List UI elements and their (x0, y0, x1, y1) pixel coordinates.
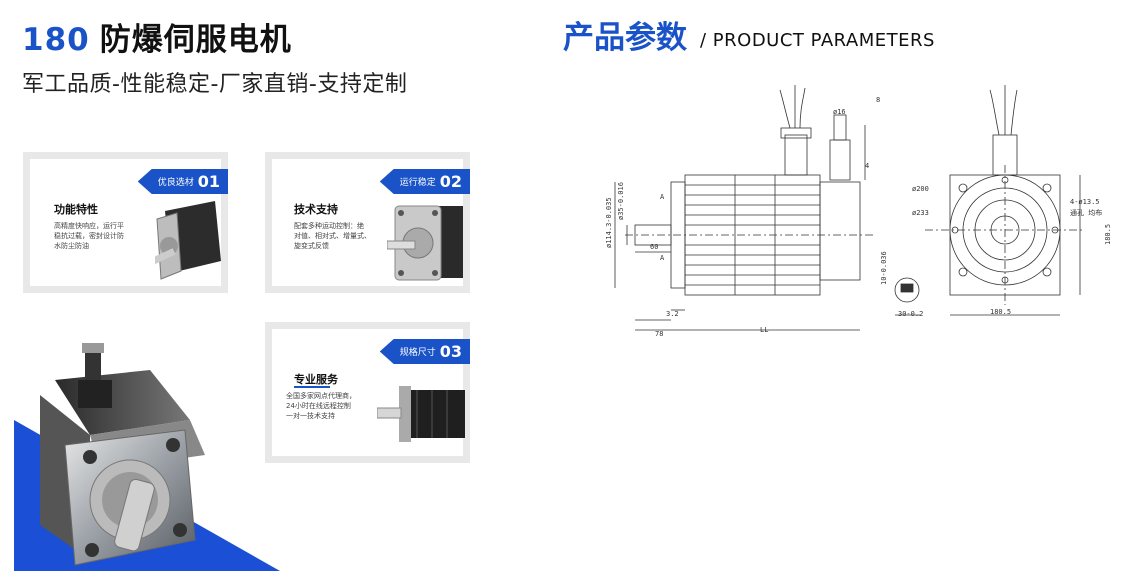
tag-number: 01 (197, 172, 220, 191)
desc-line: 24小时在线远程控制 (286, 402, 351, 410)
tag-label: 优良选材 (157, 178, 194, 188)
motor-thumbnail (155, 201, 221, 280)
tag-label: 规格尺寸 (399, 348, 436, 358)
desc-line: 一对一技术支持 (286, 412, 335, 420)
motor-thumbnail (377, 386, 465, 442)
title-underline (294, 386, 330, 388)
dimension-drawing (614, 85, 1085, 331)
desc-line: 高精度快响应，运行平 (54, 222, 124, 230)
card-description: 全国多家网点代理商， 24小时在线远程控制 一对一技术支持 (286, 391, 356, 421)
card-title: 技术支持 (294, 203, 338, 216)
model-number: 180 (22, 22, 90, 58)
tag-label: 运行稳定 (399, 178, 436, 188)
rear-cover-side (819, 181, 861, 281)
tag-number: 03 (439, 342, 462, 361)
card-description: 配套多种运动控制：绝 对值、相对式、增量式、 旋变式反馈 (294, 221, 371, 251)
desc-line: 水防尘防油 (54, 242, 89, 250)
desc-line: 旋变式反馈 (294, 242, 329, 250)
card-description: 高精度快响应，运行平 稳抗过载，密封设计防 水防尘防油 (54, 221, 124, 251)
tag-number: 02 (439, 172, 462, 191)
desc-line: 全国多家网点代理商， (286, 392, 356, 400)
desc-line: 对值、相对式、增量式、 (294, 232, 371, 240)
product-subtitle: 军工品质-性能稳定-厂家直销-支持定制 (22, 72, 408, 97)
params-title: 产品参数 (563, 20, 687, 56)
motor-thumbnail (387, 205, 463, 281)
card-title: 功能特性 (54, 203, 98, 216)
product-name: 防爆伺服电机 (99, 22, 292, 58)
servo-motor-photo (40, 343, 205, 566)
desc-line: 稳抗过载，密封设计防 (54, 232, 124, 240)
card-title: 专业服务 (294, 373, 338, 386)
desc-line: 配套多种运动控制：绝 (294, 222, 364, 230)
params-subtitle: / PRODUCT PARAMETERS (700, 30, 935, 51)
